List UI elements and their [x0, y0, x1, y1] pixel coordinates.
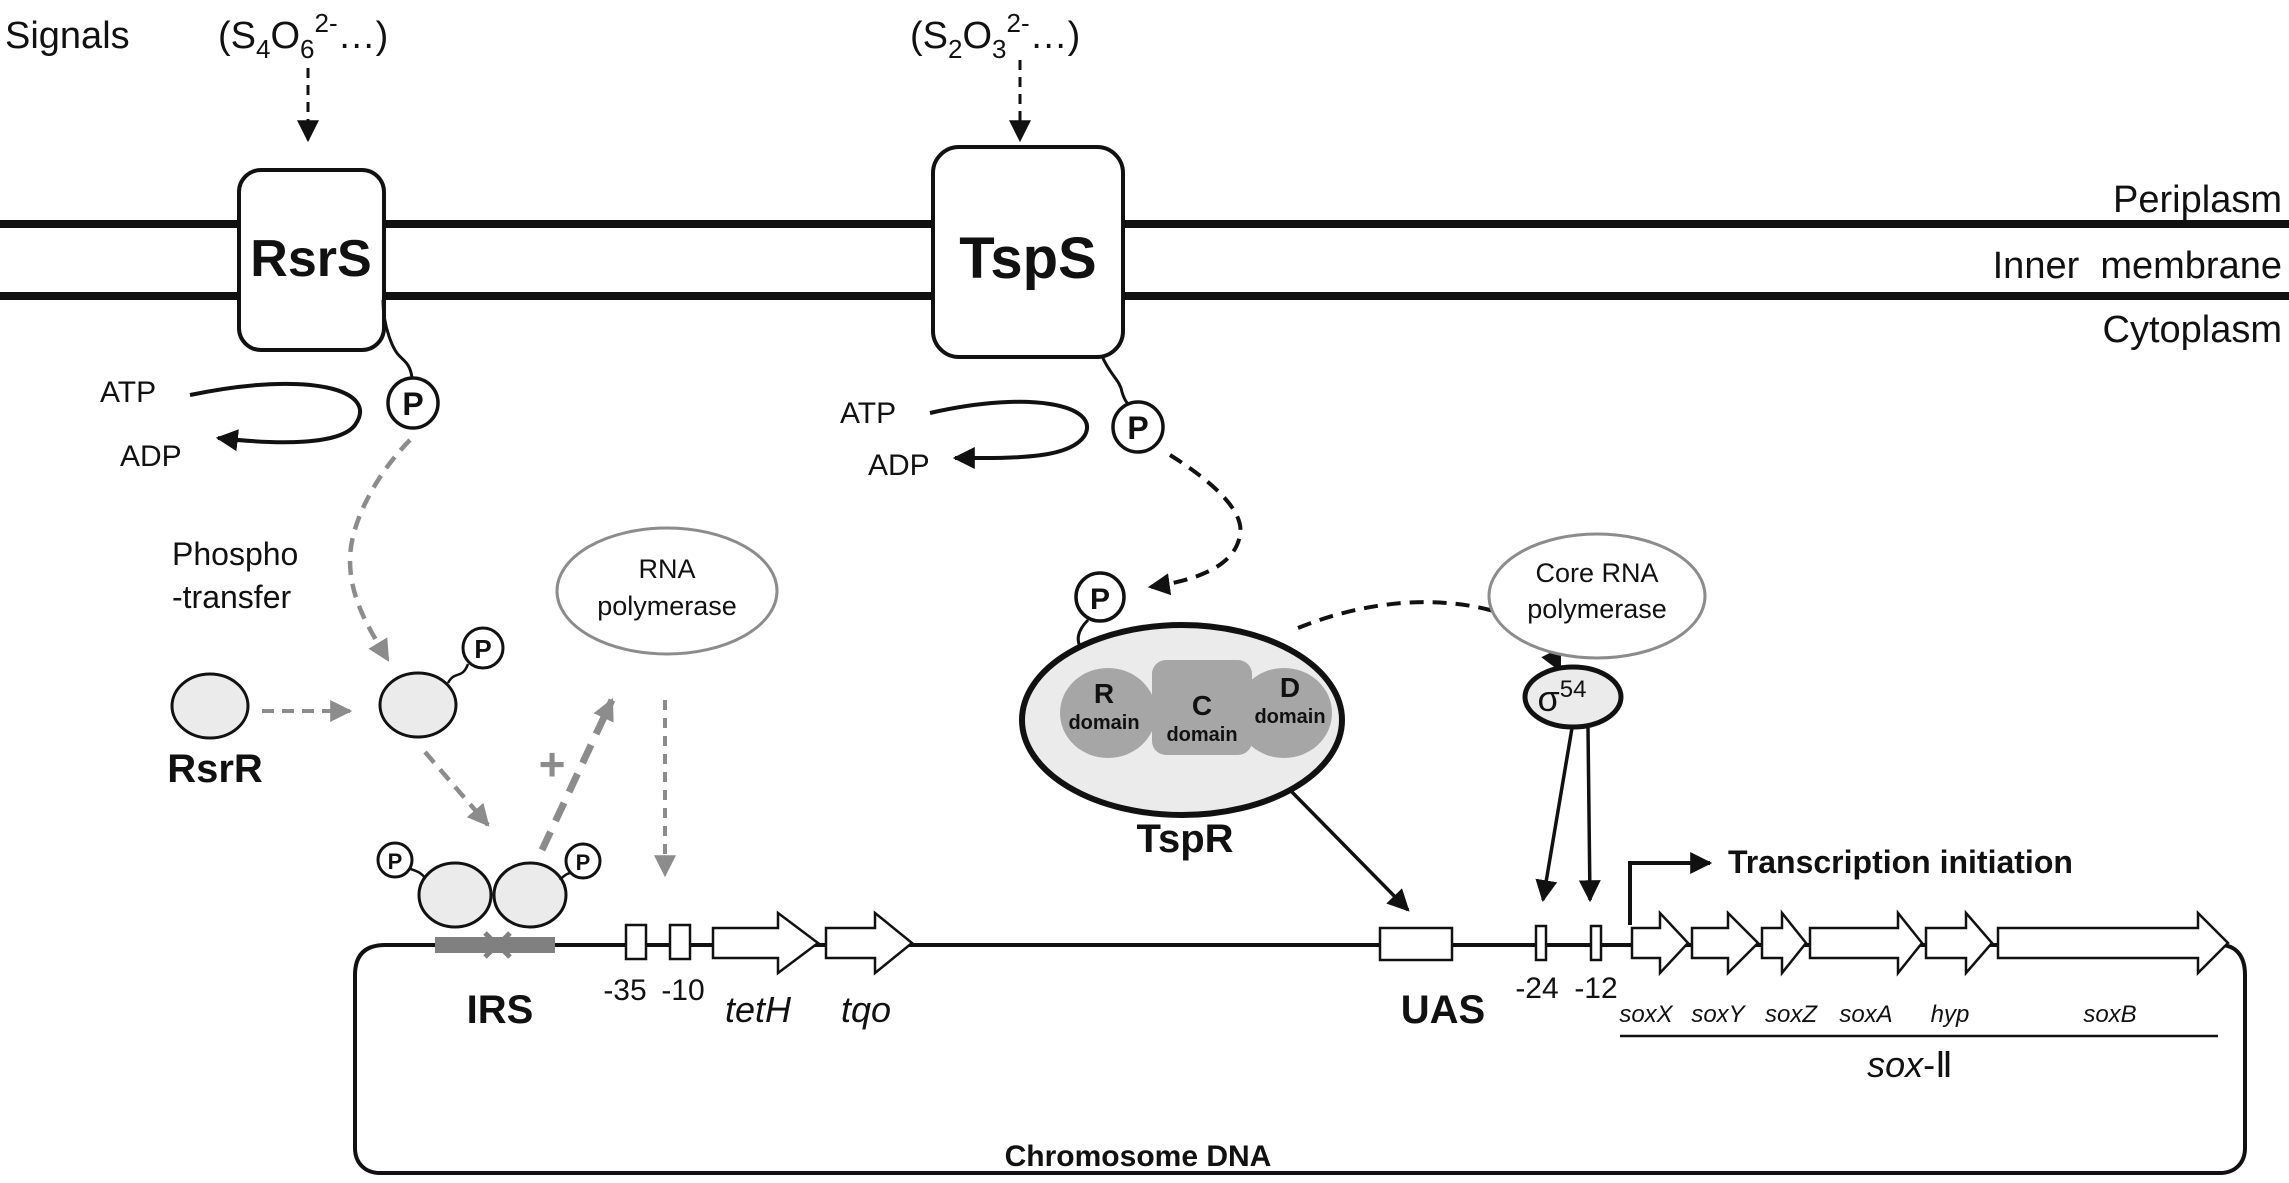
soxy-label: soxY: [1691, 1001, 1746, 1028]
phosphotransfer-label: Phospho: [172, 536, 298, 572]
minus10-box: [668, 923, 692, 961]
signal-tetrathionate: (S4O62-…): [218, 8, 388, 64]
tsps-phospho-circle: [1111, 400, 1165, 454]
tsps-label: TspS: [959, 226, 1097, 291]
chromosome-dna-loop: [353, 943, 2247, 1175]
rsrr-dimer-left-phospho-label: P: [388, 849, 403, 874]
soxb-label: soxB: [2083, 1001, 2136, 1028]
tspr-c-label: C: [1192, 690, 1212, 721]
soxy-gene-arrow: [1690, 909, 1760, 977]
minus35-box: [624, 923, 648, 961]
positive-regulation-arrow: [538, 698, 616, 852]
tsps-atp-label: ATP: [840, 397, 896, 430]
rsrs-phospho-circle: [386, 376, 440, 430]
tsps-adp-label: ADP: [868, 449, 930, 482]
sigma-to-minus12-arrow: [1578, 727, 1601, 903]
irs-label: IRS: [467, 988, 534, 1032]
core-rna-polymerase: [1487, 532, 1707, 660]
minus24-label: -24: [1515, 972, 1558, 1005]
tspr-c-domain-label: domain: [1166, 724, 1237, 746]
rsrr-binding-arrow: [423, 750, 490, 827]
tspr-d-domain: [1236, 668, 1332, 758]
signals-label: Signals: [5, 15, 130, 57]
minus35-label: -35: [603, 974, 646, 1007]
tsps-box: [931, 145, 1125, 359]
rsrs-box: [237, 168, 386, 352]
teth-gene-arrow: [711, 910, 821, 976]
soxb-gene-arrow: [1996, 909, 2230, 977]
soxa-label: soxA: [1839, 1001, 1892, 1028]
rsrr-dimer-right-phospho: [564, 842, 602, 880]
rsrr-label: RsrR: [167, 747, 263, 791]
tspr-d-domain-label: domain: [1254, 706, 1325, 728]
rsrr-inactive: [170, 672, 250, 740]
rna-polymerase-label-2: polymerase: [597, 591, 737, 621]
transcription-initiation-arrow: [1628, 852, 1713, 925]
hyp-label: hyp: [1931, 1001, 1970, 1028]
tspr-r-label: R: [1094, 678, 1114, 709]
rsrr-phospho-tail: [446, 663, 470, 684]
sigma54-label: σ54: [1538, 676, 1587, 719]
signal-thiosulfate: (S2O32-…): [910, 8, 1080, 64]
uas-label: UAS: [1401, 988, 1485, 1032]
tspr-phospho-circle: [1074, 571, 1126, 623]
cytoplasm-label: Cytoplasm: [2103, 309, 2283, 351]
sigma-to-minus24-arrow: [1535, 727, 1574, 903]
phosphotransfer-label-2: -transfer: [172, 579, 291, 615]
core-rna-polymerase-label-1: Core RNA: [1535, 558, 1658, 588]
soxa-gene-arrow: [1808, 909, 1924, 977]
tspr-d-label: D: [1280, 672, 1300, 703]
rsrs-atp-label: ATP: [100, 376, 156, 409]
rsrr-dimer-left-phospho: [376, 841, 414, 879]
tsps-to-tspr-arrow: [1147, 453, 1243, 596]
minus24-box: [1534, 924, 1548, 962]
sigma54: [1522, 664, 1624, 730]
sox-cluster-label: sox-Ⅱ: [1867, 1044, 1953, 1085]
rsrs-tail: [381, 299, 414, 379]
rsrs-atp-arrow: [189, 381, 362, 452]
minus12-label: -12: [1574, 972, 1617, 1005]
tsps-tail: [1100, 355, 1134, 407]
tqo-label: tqo: [841, 989, 891, 1030]
irs-inverted-repeat: [483, 931, 512, 959]
hyp-gene-arrow: [1924, 909, 1994, 977]
rsrr-dimer-right: [492, 861, 568, 929]
tsps-atp-arrow: [929, 399, 1089, 470]
tspr-label: TspR: [1136, 817, 1233, 861]
tspr-r-domain: [1060, 668, 1156, 758]
chromosome-dna-label: Chromosome DNA: [1005, 1140, 1272, 1173]
rsrr-phospho: [378, 671, 458, 739]
tspr-c-domain: [1152, 660, 1252, 755]
rsrs-adp-label: ADP: [120, 440, 182, 473]
soxx-gene-arrow: [1630, 909, 1690, 977]
rna-polymerase-label-1: RNA: [638, 554, 695, 584]
core-rna-polymerase-label-2: polymerase: [1527, 594, 1667, 624]
minus12-box: [1589, 924, 1603, 962]
rsrs-phospho-label: P: [402, 386, 423, 422]
transcription-initiation-label: Transcription initiation: [1728, 844, 2073, 880]
teth-label: tetH: [725, 989, 792, 1030]
rsrr-dimer-left: [417, 861, 493, 929]
rsrs-label: RsrS: [250, 230, 371, 288]
inner-membrane-label: Inner membrane: [1993, 245, 2282, 287]
minus10-label: -10: [661, 974, 704, 1007]
soxx-label: soxX: [1619, 1001, 1673, 1028]
rna-polymerase: [555, 526, 779, 656]
tspr-r-domain-label: domain: [1068, 712, 1139, 734]
soxz-gene-arrow: [1760, 909, 1808, 977]
tsps-phospho-label: P: [1127, 410, 1148, 446]
rsrr-phospho-circle: [461, 626, 505, 670]
positive-regulation-plus: +: [539, 738, 566, 790]
tqo-gene-arrow: [824, 910, 914, 976]
phosphotransfer-arrow: [347, 438, 412, 662]
soxz-label: soxZ: [1765, 1001, 1818, 1028]
tspr-phospho-label: P: [1090, 583, 1110, 616]
rsrr-dimer-right-phospho-label: P: [576, 850, 591, 875]
rsrr-phospho-label: P: [474, 634, 491, 664]
tspr-to-uas-arrow: [1288, 788, 1410, 912]
uas-box: [1378, 926, 1454, 962]
periplasm-label: Periplasm: [2113, 179, 2282, 221]
